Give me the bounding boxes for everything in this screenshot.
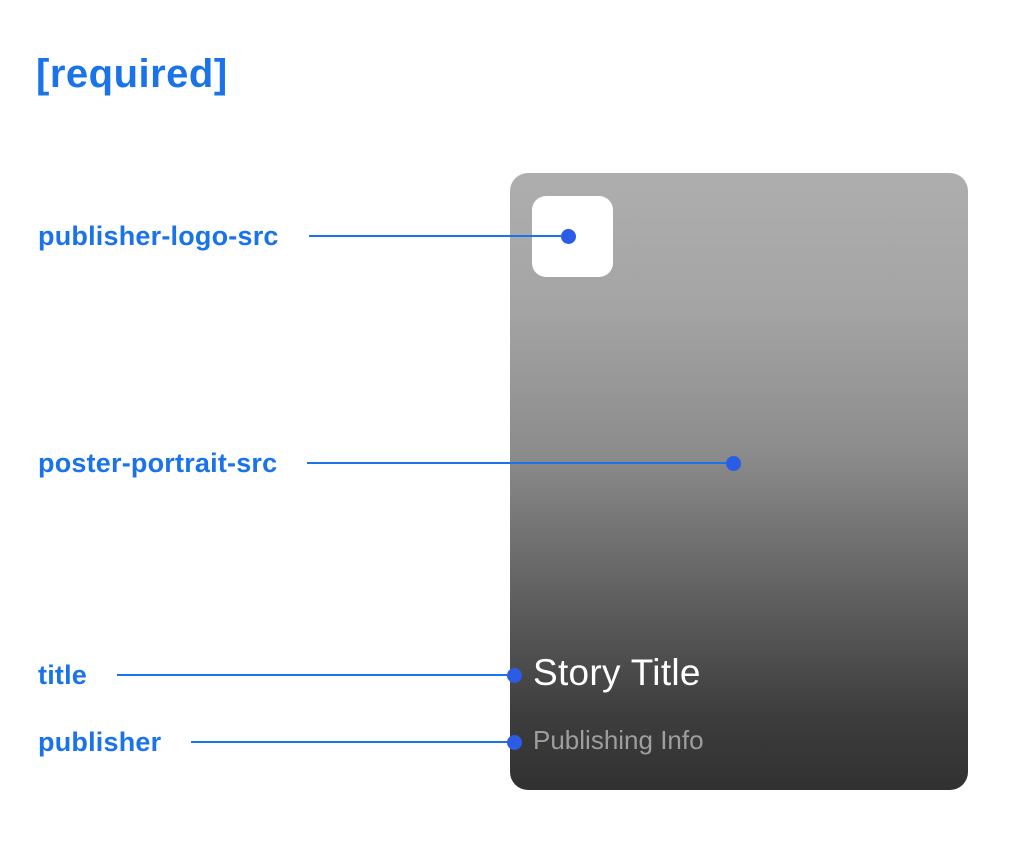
annotation-label-poster-portrait-src: poster-portrait-src [38, 447, 278, 478]
story-title-text: Story Title [533, 652, 701, 693]
annotation-line [308, 235, 561, 237]
page-title: [required] [36, 52, 228, 96]
annotation-label-title: title [38, 659, 88, 690]
annotation-dot [561, 228, 576, 244]
annotation-publisher-logo-src: publisher-logo-src [38, 219, 576, 253]
annotation-line [307, 462, 726, 464]
annotation-title: title [38, 658, 522, 692]
annotation-label-publisher-logo-src: publisher-logo-src [38, 220, 279, 251]
annotation-poster-portrait-src: poster-portrait-src [38, 446, 741, 480]
annotation-label-publisher: publisher [38, 726, 162, 757]
publishing-info-text: Publishing Info [533, 725, 704, 755]
annotation-dot [507, 667, 522, 683]
annotation-publisher: publisher [38, 725, 522, 759]
annotation-dot [507, 734, 522, 750]
annotation-dot [726, 455, 741, 471]
annotation-line [117, 674, 507, 676]
story-poster-card: Story Title Publishing Info [510, 173, 968, 790]
annotation-line [191, 741, 507, 743]
